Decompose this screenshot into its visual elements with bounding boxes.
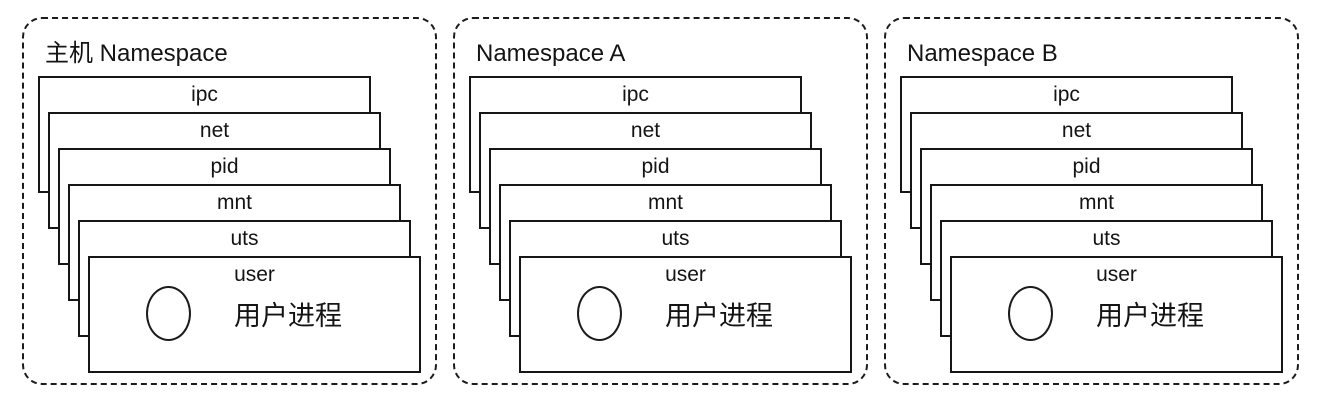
layer-label: net (1061, 119, 1092, 142)
process-circle-icon (146, 286, 191, 341)
layer-label: mnt (647, 191, 683, 214)
panel-title: Namespace B (907, 40, 1058, 67)
layer-label: user (665, 263, 706, 286)
layer-label: net (630, 119, 661, 142)
namespace-panel-a: Namespace A ipc net pid mnt uts user 用户进… (453, 17, 868, 385)
process-circle-icon (1008, 286, 1053, 341)
process-label: 用户进程 (1096, 301, 1204, 331)
layer-label: pid (1072, 155, 1101, 178)
layer-label: ipc (1053, 83, 1080, 106)
namespace-panel-b: Namespace B ipc net pid mnt uts user 用户进… (884, 17, 1299, 385)
layer-label: mnt (1078, 191, 1114, 214)
layer-label: uts (661, 227, 690, 250)
namespace-layer-user: user 用户进程 (88, 256, 421, 373)
layer-label: uts (1092, 227, 1121, 250)
layer-label: mnt (216, 191, 252, 214)
namespace-panel-host: 主机 Namespace ipc net pid mnt uts user 用户… (22, 17, 437, 385)
layer-label: user (1096, 263, 1137, 286)
layer-label: ipc (191, 83, 218, 106)
layer-label: pid (641, 155, 670, 178)
layer-label: net (199, 119, 230, 142)
process-label: 用户进程 (665, 301, 773, 331)
panel-title: Namespace A (476, 40, 626, 67)
process-circle-icon (577, 286, 622, 341)
namespace-layer-user: user 用户进程 (950, 256, 1283, 373)
layer-label: pid (210, 155, 239, 178)
layer-label: user (234, 263, 275, 286)
process-label: 用户进程 (234, 301, 342, 331)
layer-label: uts (230, 227, 259, 250)
layer-label: ipc (622, 83, 649, 106)
panel-title: 主机 Namespace (45, 40, 228, 67)
namespace-layer-user: user 用户进程 (519, 256, 852, 373)
